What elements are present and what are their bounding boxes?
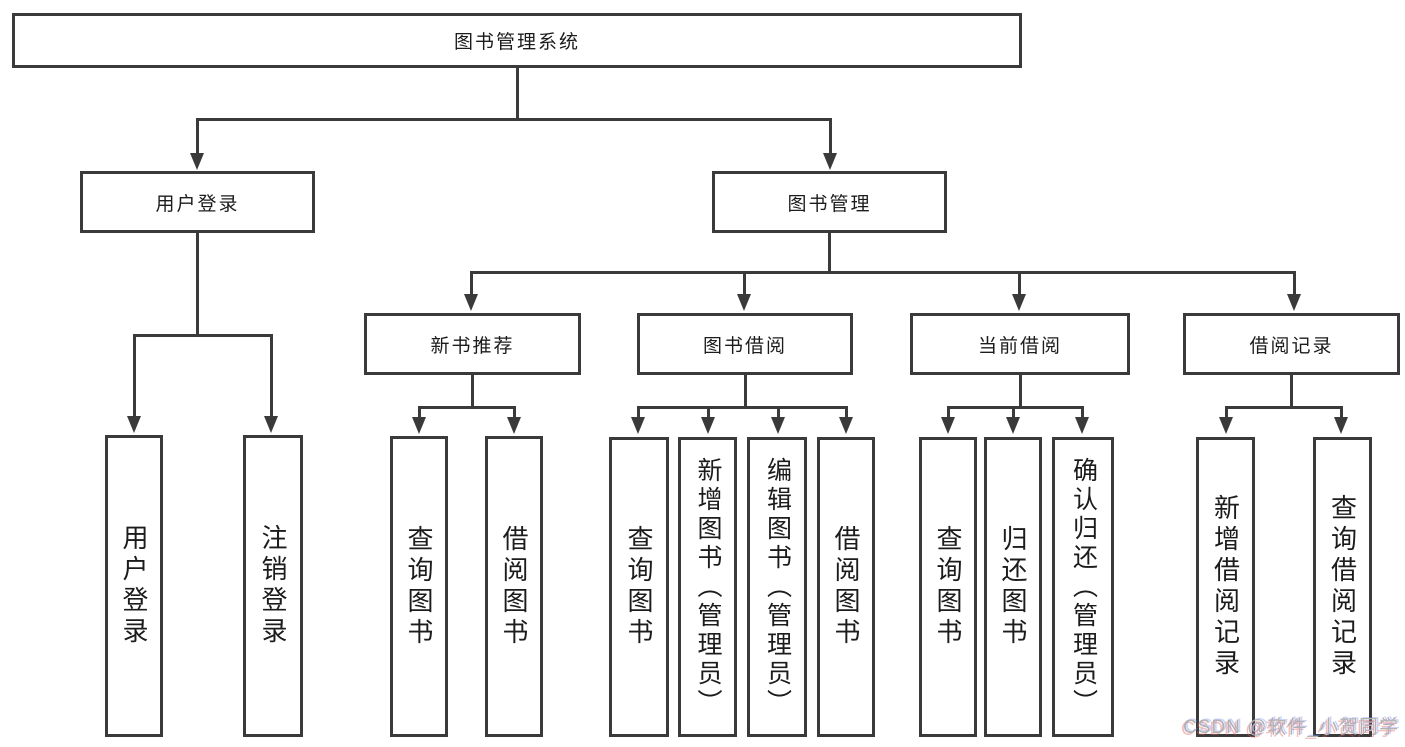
connector-line (1225, 406, 1228, 418)
connector-line (828, 233, 831, 273)
leaf-user-login: 用户登录 (105, 435, 163, 737)
leaf-borrow-books: 借阅图书 (817, 437, 875, 737)
leaf-borrow-books-recommend: 借阅图书 (485, 436, 543, 737)
node-borrow-records: 借阅记录 (1183, 313, 1400, 375)
leaf-logout: 注销登录 (243, 435, 303, 737)
arrow-down-icon (1006, 417, 1020, 434)
connector-line (845, 406, 848, 418)
leaf-label: 确认归还（管理员） (1069, 456, 1098, 718)
connector-line (418, 406, 421, 418)
leaf-label: 查询借阅记录 (1327, 494, 1358, 680)
node-current-borrow: 当前借阅 (910, 313, 1130, 375)
connector-line (196, 118, 832, 121)
node-new-book-recommend: 新书推荐 (364, 313, 581, 375)
leaf-add-book-admin: 新增图书（管理员） (678, 437, 737, 737)
leaf-label: 新增图书（管理员） (694, 456, 722, 718)
connector-line (270, 334, 273, 417)
arrow-down-icon (631, 417, 645, 434)
leaf-label: 借阅图书 (499, 524, 529, 649)
arrow-down-icon (701, 417, 715, 434)
connector-line (1081, 406, 1084, 418)
connector-line (133, 334, 136, 417)
leaf-label: 新增借阅记录 (1210, 494, 1241, 680)
connector-line (707, 406, 710, 418)
node-root-label: 图书管理系统 (453, 32, 580, 53)
connector-line (1018, 271, 1021, 295)
connector-line (743, 271, 746, 295)
leaf-label: 归还图书 (998, 525, 1028, 649)
node-book-borrow: 图书借阅 (637, 313, 853, 375)
connector-line (1019, 375, 1022, 408)
connector-line (196, 233, 199, 337)
arrow-down-icon (190, 153, 204, 170)
leaf-label: 借阅图书 (831, 525, 861, 649)
arrow-down-icon (823, 153, 837, 170)
connector-line (1012, 406, 1015, 418)
leaf-edit-book-admin: 编辑图书（管理员） (747, 437, 807, 737)
arrow-down-icon (839, 417, 853, 434)
leaf-label: 查询图书 (624, 525, 654, 649)
connector-line (947, 406, 1084, 409)
node-user-login-label: 用户登录 (155, 193, 240, 215)
leaf-logout-label: 注销登录 (258, 524, 288, 648)
connector-line (829, 118, 832, 154)
connector-line (471, 375, 474, 408)
leaf-user-login-label: 用户登录 (119, 524, 149, 648)
arrow-down-icon (507, 417, 521, 434)
leaf-query-books-current: 查询图书 (919, 437, 977, 737)
node-user-login: 用户登录 (80, 171, 315, 233)
connector-line (947, 406, 950, 418)
arrow-down-icon (1075, 417, 1089, 434)
connector-line (418, 406, 516, 409)
node-book-management-label: 图书管理 (787, 193, 872, 215)
node-book-management: 图书管理 (712, 171, 947, 233)
connector-line (777, 406, 780, 418)
connector-line (637, 406, 848, 409)
leaf-query-borrow-record: 查询借阅记录 (1313, 437, 1372, 737)
arrow-down-icon (771, 417, 785, 434)
node-current-borrow-label: 当前借阅 (977, 335, 1062, 357)
leaf-return-book: 归还图书 (984, 437, 1042, 737)
arrow-down-icon (264, 416, 278, 433)
node-root: 图书管理系统 (12, 13, 1022, 68)
node-new-book-recommend-label: 新书推荐 (430, 335, 515, 357)
connector-line (513, 406, 516, 418)
leaf-query-books-borrow: 查询图书 (609, 437, 669, 737)
arrow-down-icon (412, 417, 426, 434)
csdn-watermark: CSDN @软件_小贺同学 (1183, 717, 1399, 738)
leaf-label: 查询图书 (933, 525, 963, 649)
connector-line (470, 271, 473, 295)
connector-line (133, 334, 273, 337)
node-borrow-records-label: 借阅记录 (1249, 335, 1334, 357)
connector-line (637, 406, 640, 418)
leaf-label: 编辑图书（管理员） (763, 456, 792, 718)
leaf-confirm-return-admin: 确认归还（管理员） (1052, 437, 1114, 737)
arrow-down-icon (737, 294, 751, 311)
connector-line (1290, 375, 1293, 408)
arrow-down-icon (1287, 294, 1301, 311)
connector-line (470, 271, 1296, 274)
leaf-label: 查询图书 (404, 524, 434, 649)
arrow-down-icon (127, 416, 141, 433)
arrow-down-icon (1012, 294, 1026, 311)
node-book-borrow-label: 图书借阅 (702, 335, 787, 357)
connector-line (1340, 406, 1343, 418)
arrow-down-icon (941, 417, 955, 434)
leaf-add-borrow-record: 新增借阅记录 (1196, 437, 1255, 737)
connector-line (744, 375, 747, 408)
leaf-query-books-recommend: 查询图书 (390, 436, 448, 737)
connector-line (1225, 406, 1343, 409)
connector-line (1293, 271, 1296, 295)
connector-line (516, 68, 519, 120)
arrow-down-icon (464, 294, 478, 311)
connector-line (196, 118, 199, 154)
arrow-down-icon (1334, 417, 1348, 434)
arrow-down-icon (1219, 417, 1233, 434)
